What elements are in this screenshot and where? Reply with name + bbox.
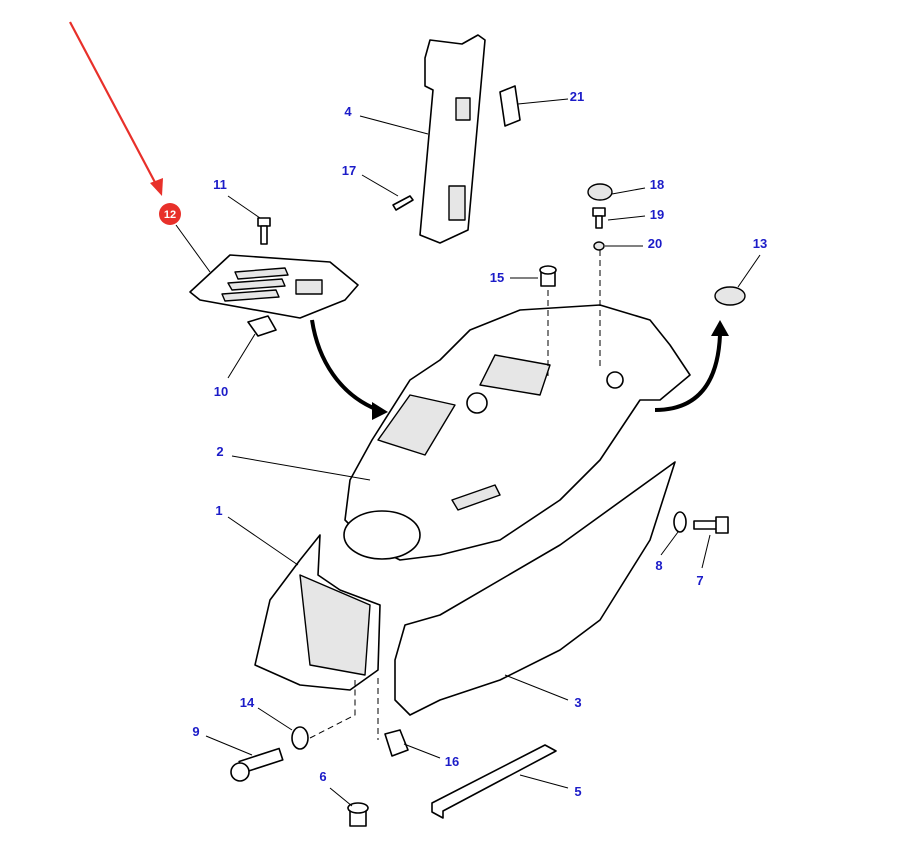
part-label-8[interactable]: 8 bbox=[655, 558, 662, 573]
part-20-washer[interactable] bbox=[593, 241, 605, 251]
part-label-2[interactable]: 2 bbox=[216, 444, 223, 459]
part-21-clip[interactable] bbox=[499, 85, 521, 127]
part-label-3[interactable]: 3 bbox=[574, 695, 581, 710]
part-label-19[interactable]: 19 bbox=[650, 207, 664, 222]
part-15-bush[interactable] bbox=[539, 265, 557, 287]
part-label-13[interactable]: 13 bbox=[753, 236, 767, 251]
part-label-21[interactable]: 21 bbox=[570, 89, 584, 104]
part-17-screw[interactable] bbox=[392, 195, 414, 211]
part-label-12: 12 bbox=[164, 209, 176, 221]
part-label-18[interactable]: 18 bbox=[650, 177, 664, 192]
highlight-arrow bbox=[69, 21, 163, 196]
part-label-16[interactable]: 16 bbox=[445, 754, 459, 769]
part-19-screw[interactable] bbox=[592, 207, 606, 229]
part-2-console-housing[interactable] bbox=[343, 304, 691, 561]
part-label-4[interactable]: 4 bbox=[344, 104, 352, 119]
part-7-bolt[interactable] bbox=[693, 516, 729, 534]
part-18-cap[interactable] bbox=[587, 183, 613, 201]
part-9-bolt[interactable] bbox=[230, 747, 284, 782]
part-13-plug[interactable] bbox=[714, 286, 746, 306]
part-11-screw[interactable] bbox=[257, 217, 271, 245]
part-4-pillar-cover[interactable] bbox=[419, 34, 486, 244]
highlighted-part-badge[interactable]: 12 bbox=[159, 203, 181, 225]
part-8-washer[interactable] bbox=[673, 511, 687, 533]
part-14-washer[interactable] bbox=[291, 726, 309, 750]
part-5-strip[interactable] bbox=[431, 744, 557, 819]
part-label-9[interactable]: 9 bbox=[192, 724, 199, 739]
part-label-10[interactable]: 10 bbox=[214, 384, 228, 399]
part-label-17[interactable]: 17 bbox=[342, 163, 356, 178]
part-label-11[interactable]: 11 bbox=[213, 177, 227, 192]
part-label-6[interactable]: 6 bbox=[319, 769, 326, 784]
part-label-15[interactable]: 15 bbox=[490, 270, 504, 285]
part-3-lower-cover-right[interactable] bbox=[394, 461, 676, 716]
leader-lines bbox=[175, 98, 761, 807]
part-label-1[interactable]: 1 bbox=[215, 503, 222, 518]
part-16-clip[interactable] bbox=[384, 729, 409, 757]
part-label-14[interactable]: 14 bbox=[240, 695, 255, 710]
part-1-lower-cover-left[interactable] bbox=[254, 534, 381, 691]
part-label-5[interactable]: 5 bbox=[574, 784, 581, 799]
part-label-20[interactable]: 20 bbox=[648, 236, 662, 251]
part-10-clip[interactable] bbox=[247, 315, 277, 337]
part-label-7[interactable]: 7 bbox=[696, 573, 703, 588]
part-6-bush[interactable] bbox=[347, 802, 369, 827]
part-12-switch-panel[interactable] bbox=[189, 254, 359, 319]
